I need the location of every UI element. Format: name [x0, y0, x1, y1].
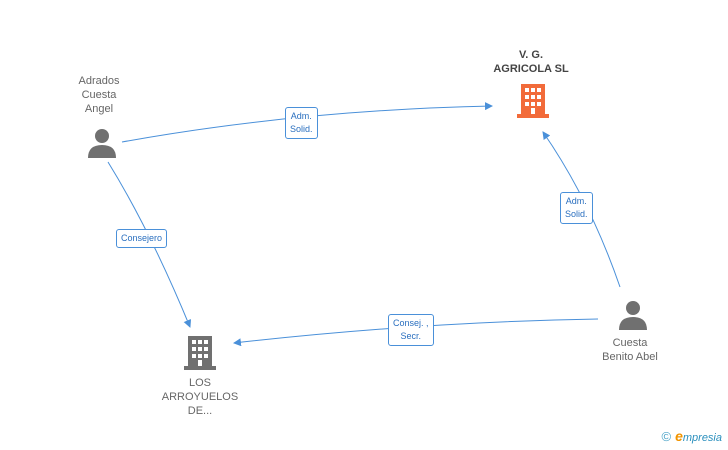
edge-label-cuesta-other[interactable]: Consej. , Secr.	[388, 314, 434, 346]
edge-label-cuesta-main[interactable]: Adm. Solid.	[560, 192, 593, 224]
copyright-symbol: ©	[661, 428, 672, 444]
brand-initial: e	[675, 428, 683, 444]
edge-label-adrados-other[interactable]: Consejero	[116, 229, 168, 248]
building-icon[interactable]	[517, 84, 549, 118]
company-other-label[interactable]: LOS ARROYUELOS DE...	[161, 377, 239, 417]
person-cuesta-label[interactable]: Cuesta Benito Abel	[602, 337, 658, 363]
person-adrados-label[interactable]: Adrados Cuesta Angel	[78, 75, 120, 115]
edge-label-adrados-main[interactable]: Adm. Solid.	[285, 107, 318, 139]
building-icon[interactable]	[184, 336, 216, 370]
person-icon[interactable]	[618, 300, 648, 330]
empresia-logo: © empresia	[661, 428, 722, 444]
company-main-label[interactable]: V. G. AGRICOLA SL	[493, 49, 569, 75]
person-icon[interactable]	[87, 128, 117, 158]
brand-name: mpresia	[682, 432, 722, 444]
